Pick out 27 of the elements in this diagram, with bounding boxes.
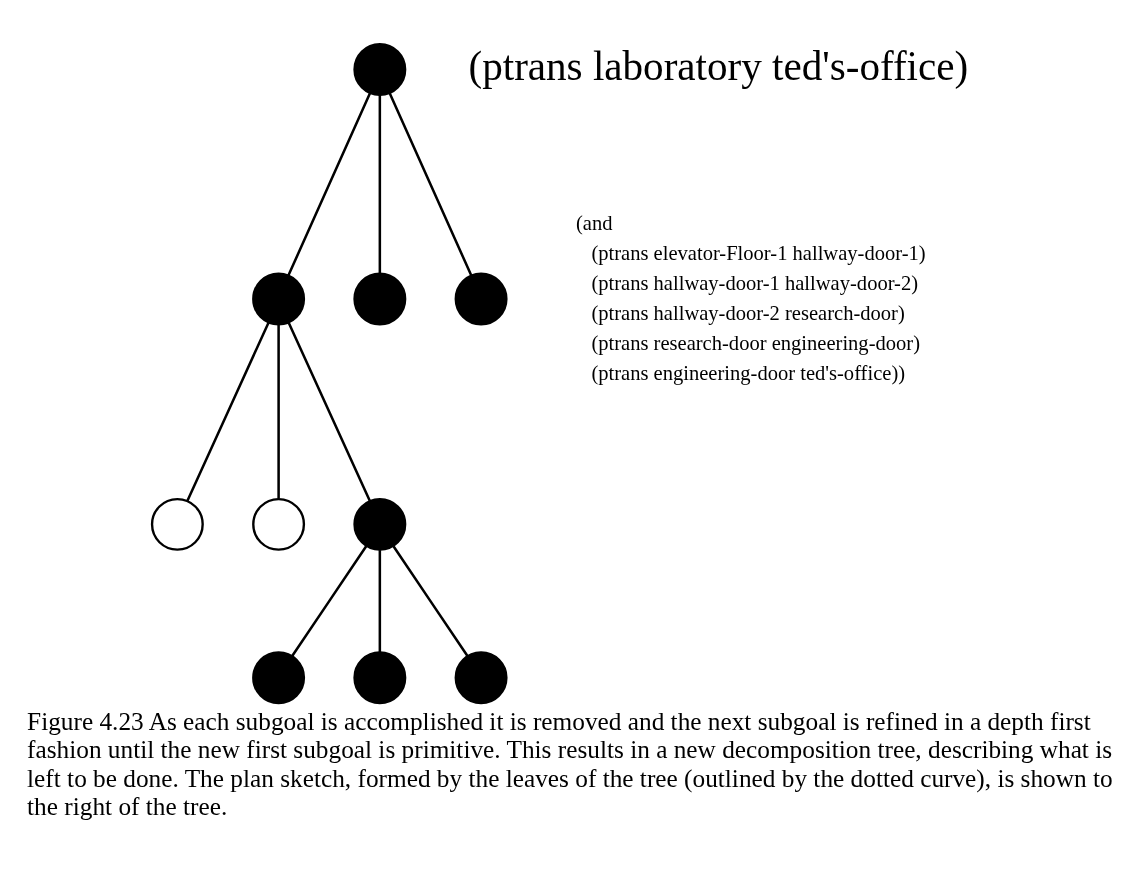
node-circle	[454, 651, 508, 705]
label: (ptrans hallway-door-2 research-door)	[591, 302, 905, 325]
caption: Figure 4.23 As each subgoal is accomplished it is removed and the next subgoal is refined in a depth first fashion until the new first subgoal is primitive. This results in a new decomposition tree, describing what is left to be done. The plan sketch, formed by the leaves of the tree (outlined by the dotted curve), is shown to the right of the tree.	[27, 706, 1113, 821]
connector	[392, 545, 469, 657]
connector	[291, 545, 368, 657]
connector	[277, 324, 280, 499]
node-circle	[353, 651, 407, 705]
connector	[287, 321, 371, 502]
label: (ptrans elevator-Floor-1 hallway-door-1)	[591, 242, 926, 265]
connector	[186, 321, 270, 502]
node-circle	[252, 272, 306, 326]
node-circle	[252, 497, 306, 551]
node-circle	[454, 272, 508, 326]
connector	[378, 550, 382, 653]
node-circle	[353, 497, 407, 551]
node-circle	[353, 272, 407, 326]
label: (and	[575, 211, 613, 234]
connector	[287, 92, 372, 277]
label: (ptrans research-door engineering-door)	[591, 332, 921, 355]
connector	[378, 94, 382, 274]
connector	[388, 92, 473, 277]
node-circle	[150, 497, 204, 551]
node-circle	[252, 651, 306, 705]
label: (ptrans hallway-door-1 hallway-door-2)	[591, 272, 919, 295]
label: (ptrans engineering-door ted's-office))	[591, 362, 906, 385]
node-circle	[353, 43, 407, 97]
node-label: (ptrans laboratory ted's-office)	[468, 42, 969, 89]
